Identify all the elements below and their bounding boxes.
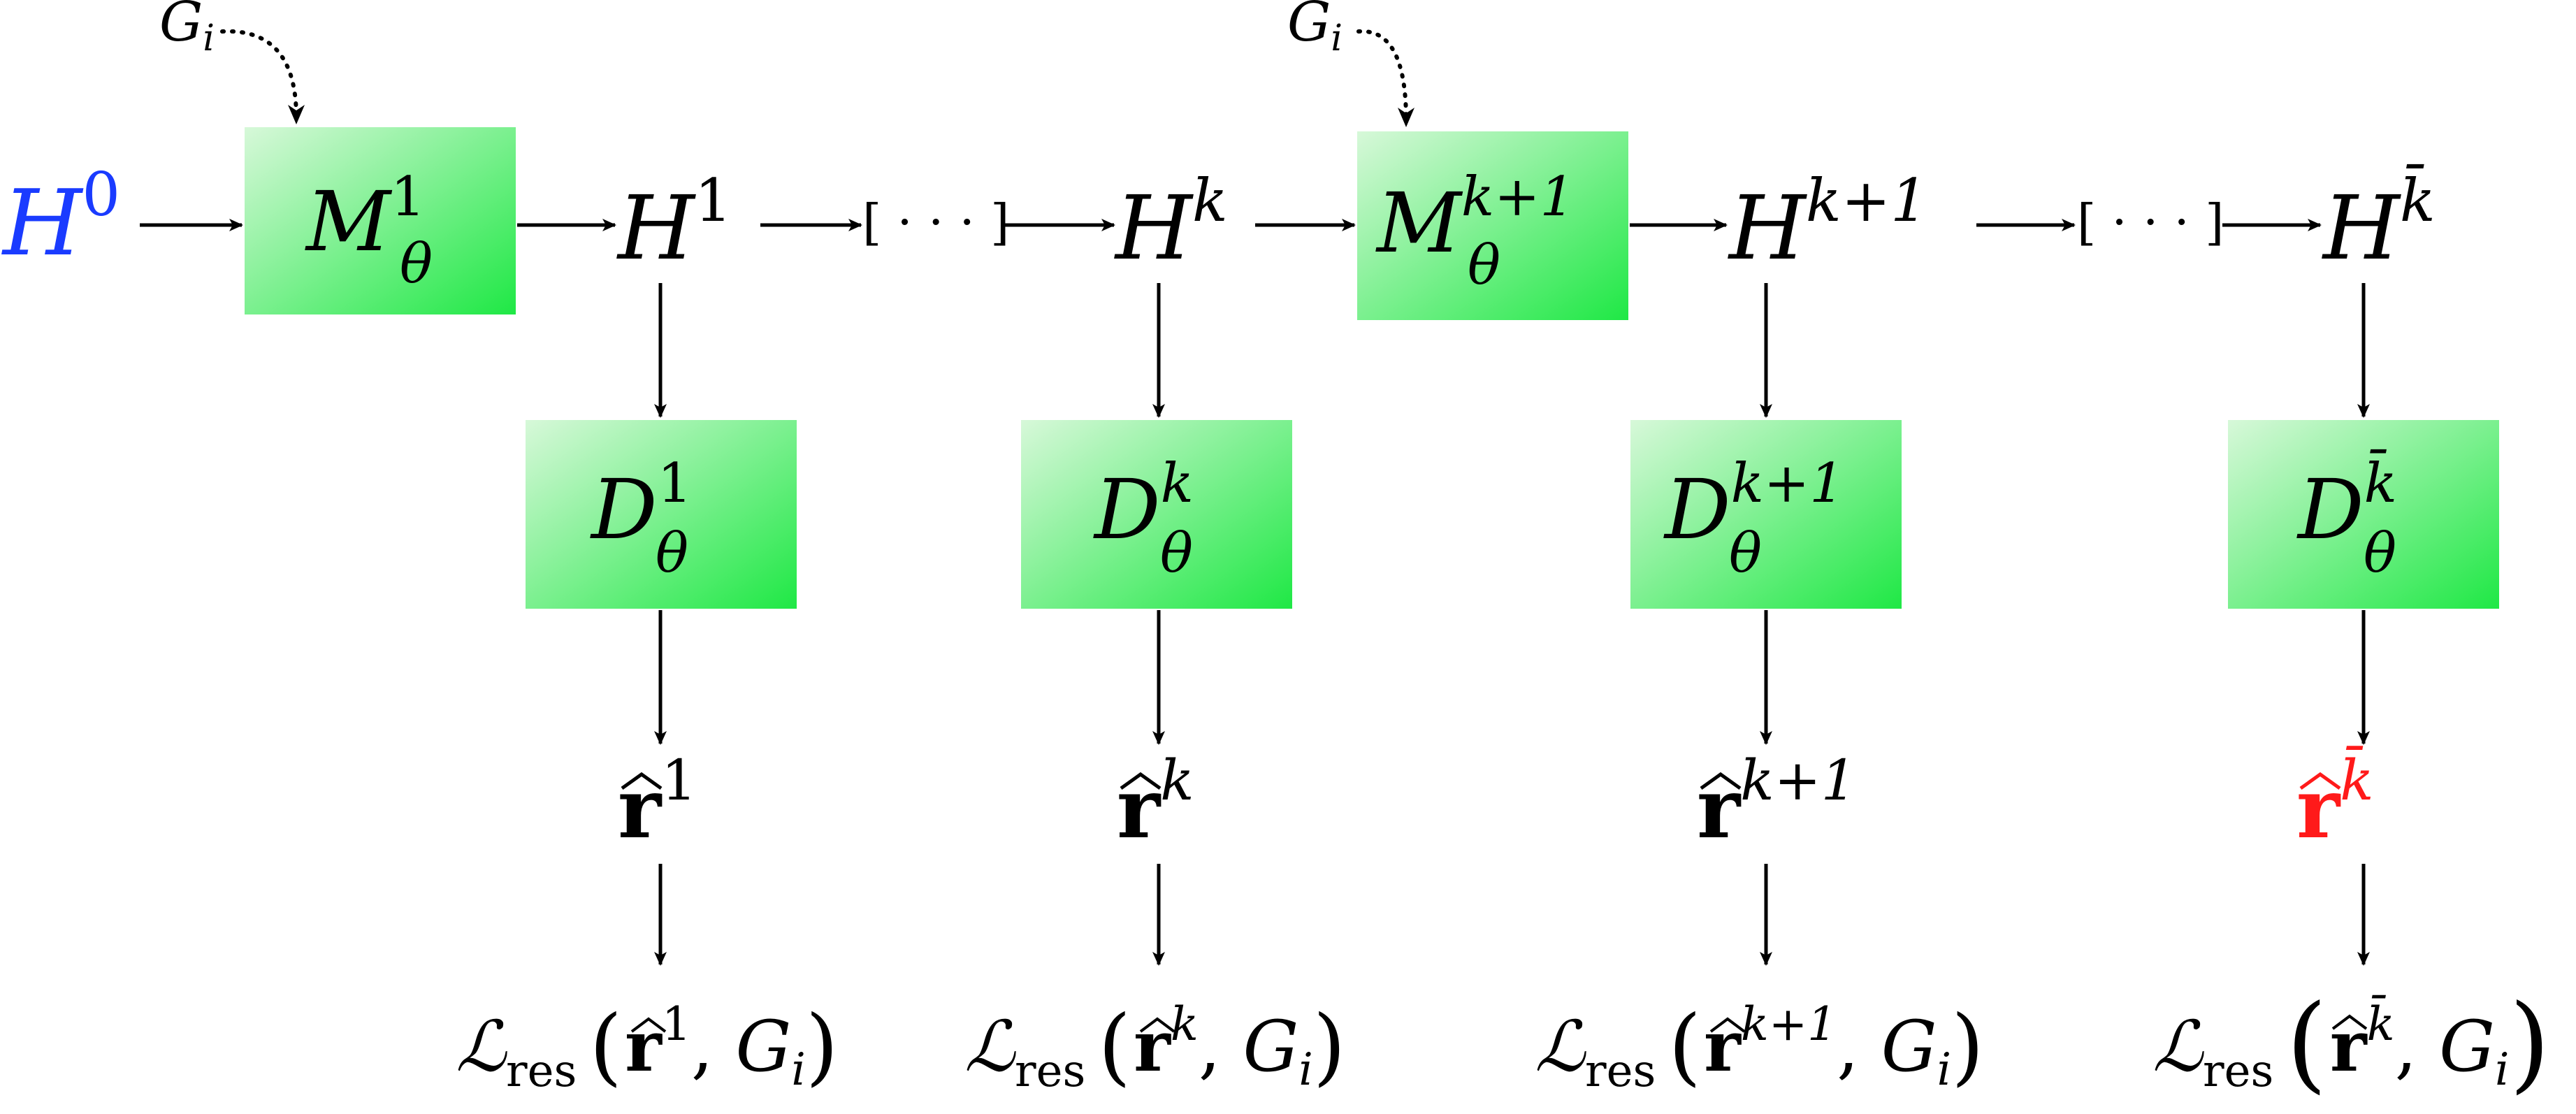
svg-text:rk̄: rk̄ [2296, 746, 2374, 857]
loss-term-k1: ℒres(rk+1, Gi) [1535, 997, 1984, 1097]
hat-mark [630, 1017, 667, 1033]
hat-mark [1709, 1017, 1746, 1033]
hat-mark [1700, 772, 1742, 790]
residual-output-k1: rk+1 [1697, 748, 1857, 857]
ellipsis-1: [ · · · ] [862, 194, 1009, 251]
graph-label-2: Gi [1287, 0, 1343, 59]
svg-text:rk: rk [1117, 748, 1194, 857]
hat-mark [1120, 772, 1162, 790]
state-label-hk: Hk [1114, 166, 1228, 280]
loss-term-k: ℒres(rk, Gi) [964, 997, 1346, 1097]
state-label-hk1: Hk+1 [1728, 166, 1928, 280]
decoder-box-kbar [2228, 420, 2499, 609]
state-label-hkbar: Hk̄ [2322, 164, 2436, 280]
svg-text:ℒres(rk+1, Gi): ℒres(rk+1, Gi) [1535, 997, 1984, 1097]
vertical-arrows [654, 283, 2370, 966]
residual-output-k: rk [1117, 748, 1194, 857]
ellipsis-2: [ · · · ] [2077, 194, 2224, 251]
graph-dotted-arrows [220, 29, 1408, 122]
input-state-h0: H0 [1, 160, 120, 276]
graph-label-1: Gi [159, 0, 215, 59]
hat-mark [2299, 772, 2341, 790]
state-label-h1: H1 [616, 166, 732, 280]
decoder-box-k1 [1630, 420, 1902, 609]
svg-text:ℒres(rk, Gi): ℒres(rk, Gi) [964, 997, 1346, 1097]
hat-mark [1139, 1017, 1175, 1033]
loss-term-1: ℒres(r1, Gi) [456, 997, 839, 1097]
loss-term-kbar: ℒres(rk̄, Gi) [2152, 983, 2550, 1104]
decoder-label-kbar: Dk̄θ [2296, 449, 2397, 585]
hat-mark [621, 772, 663, 790]
dotted-arrowhead-1 [288, 105, 305, 124]
dotted-arrowhead-2 [1398, 108, 1414, 127]
decoder-box-k [1021, 420, 1292, 609]
decoder-box-1 [526, 420, 797, 609]
dotted-arrow-1 [220, 29, 298, 120]
residual-output-kbar: rk̄ [2296, 746, 2374, 857]
svg-text:r1: r1 [618, 748, 697, 857]
module-box-1 [245, 127, 516, 314]
svg-text:rk+1: rk+1 [1697, 748, 1857, 857]
module-box-k1 [1357, 131, 1628, 320]
hat-mark [2331, 1014, 2368, 1030]
svg-text:ℒres(rk̄, Gi): ℒres(rk̄, Gi) [2152, 983, 2550, 1104]
svg-text:ℒres(r1, Gi): ℒres(r1, Gi) [456, 997, 839, 1097]
residual-output-1: r1 [618, 748, 697, 857]
dotted-arrow-2 [1356, 29, 1408, 122]
